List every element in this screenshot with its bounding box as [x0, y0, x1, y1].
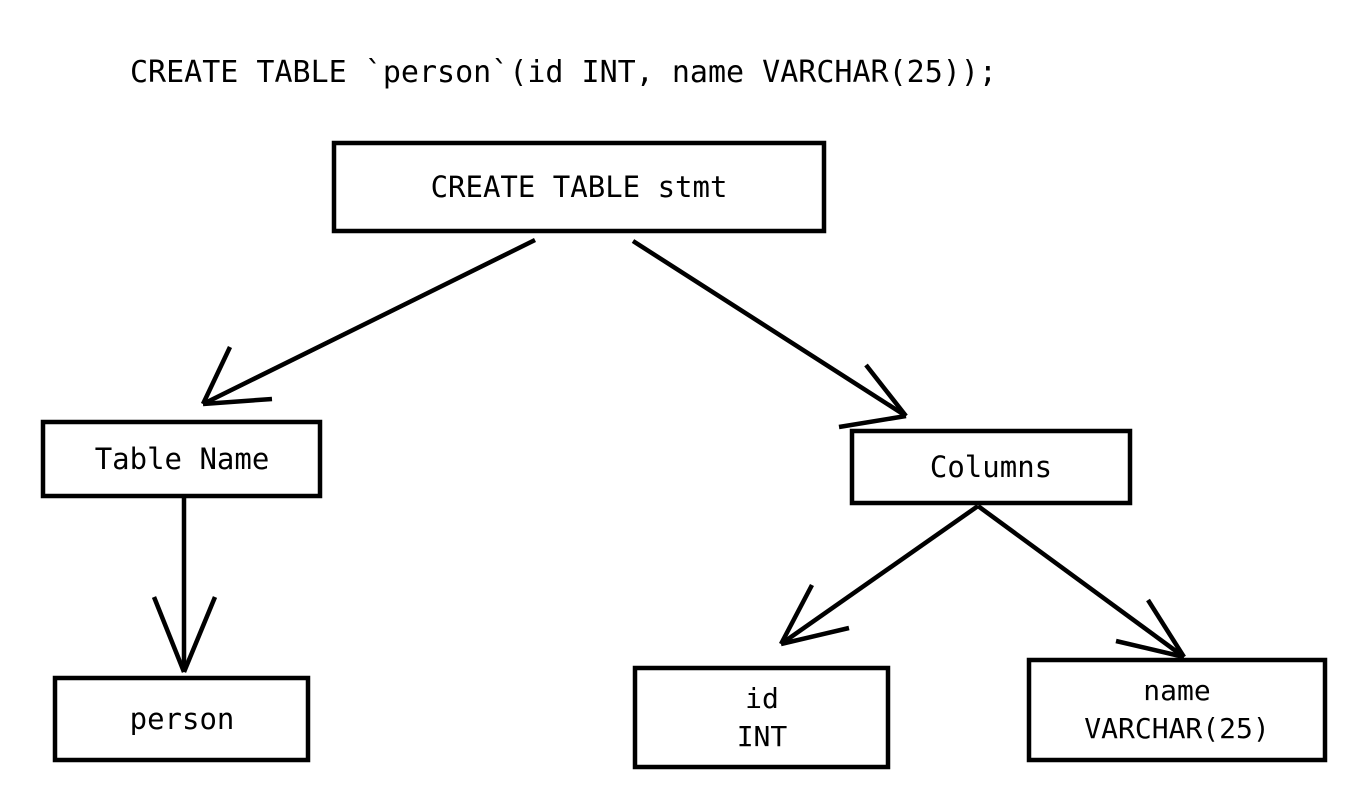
node-person[interactable]: person	[52, 675, 311, 763]
node-column-name[interactable]: name VARCHAR(25)	[1026, 657, 1328, 763]
node-label-columns: Columns	[930, 450, 1052, 484]
node-label-column-id-name: id	[745, 682, 779, 715]
sql-statement-title: CREATE TABLE `person`(id INT, name VARCH…	[130, 55, 997, 90]
node-box-table-name[interactable]	[40, 419, 323, 499]
node-box-columns[interactable]	[849, 428, 1133, 506]
node-label-column-id-type: INT	[737, 720, 788, 753]
node-label-column-name-type: VARCHAR(25)	[1084, 712, 1269, 745]
edge-root-to-columns	[631, 239, 908, 430]
edge-columns-to-col-name	[976, 504, 1186, 660]
node-create-table-stmt[interactable]: CREATE TABLE stmt	[331, 140, 827, 234]
node-label-create-table-stmt: CREATE TABLE stmt	[431, 170, 728, 204]
node-box-create-table-stmt[interactable]	[331, 140, 827, 234]
node-box-column-id[interactable]	[632, 665, 891, 770]
node-box-column-name[interactable]	[1026, 657, 1328, 763]
node-table-name[interactable]: Table Name	[40, 419, 323, 499]
node-columns[interactable]: Columns	[849, 428, 1133, 506]
node-label-column-name-name: name	[1143, 674, 1210, 707]
edge-columns-to-col-id	[779, 504, 980, 647]
node-label-table-name: Table Name	[95, 442, 270, 476]
edge-table-name-to-person	[151, 498, 218, 673]
edge-root-to-table-name	[200, 237, 536, 407]
node-label-person: person	[130, 702, 235, 736]
node-column-id[interactable]: id INT	[632, 665, 891, 770]
edges-group	[151, 237, 1186, 673]
node-box-person[interactable]	[52, 675, 311, 763]
